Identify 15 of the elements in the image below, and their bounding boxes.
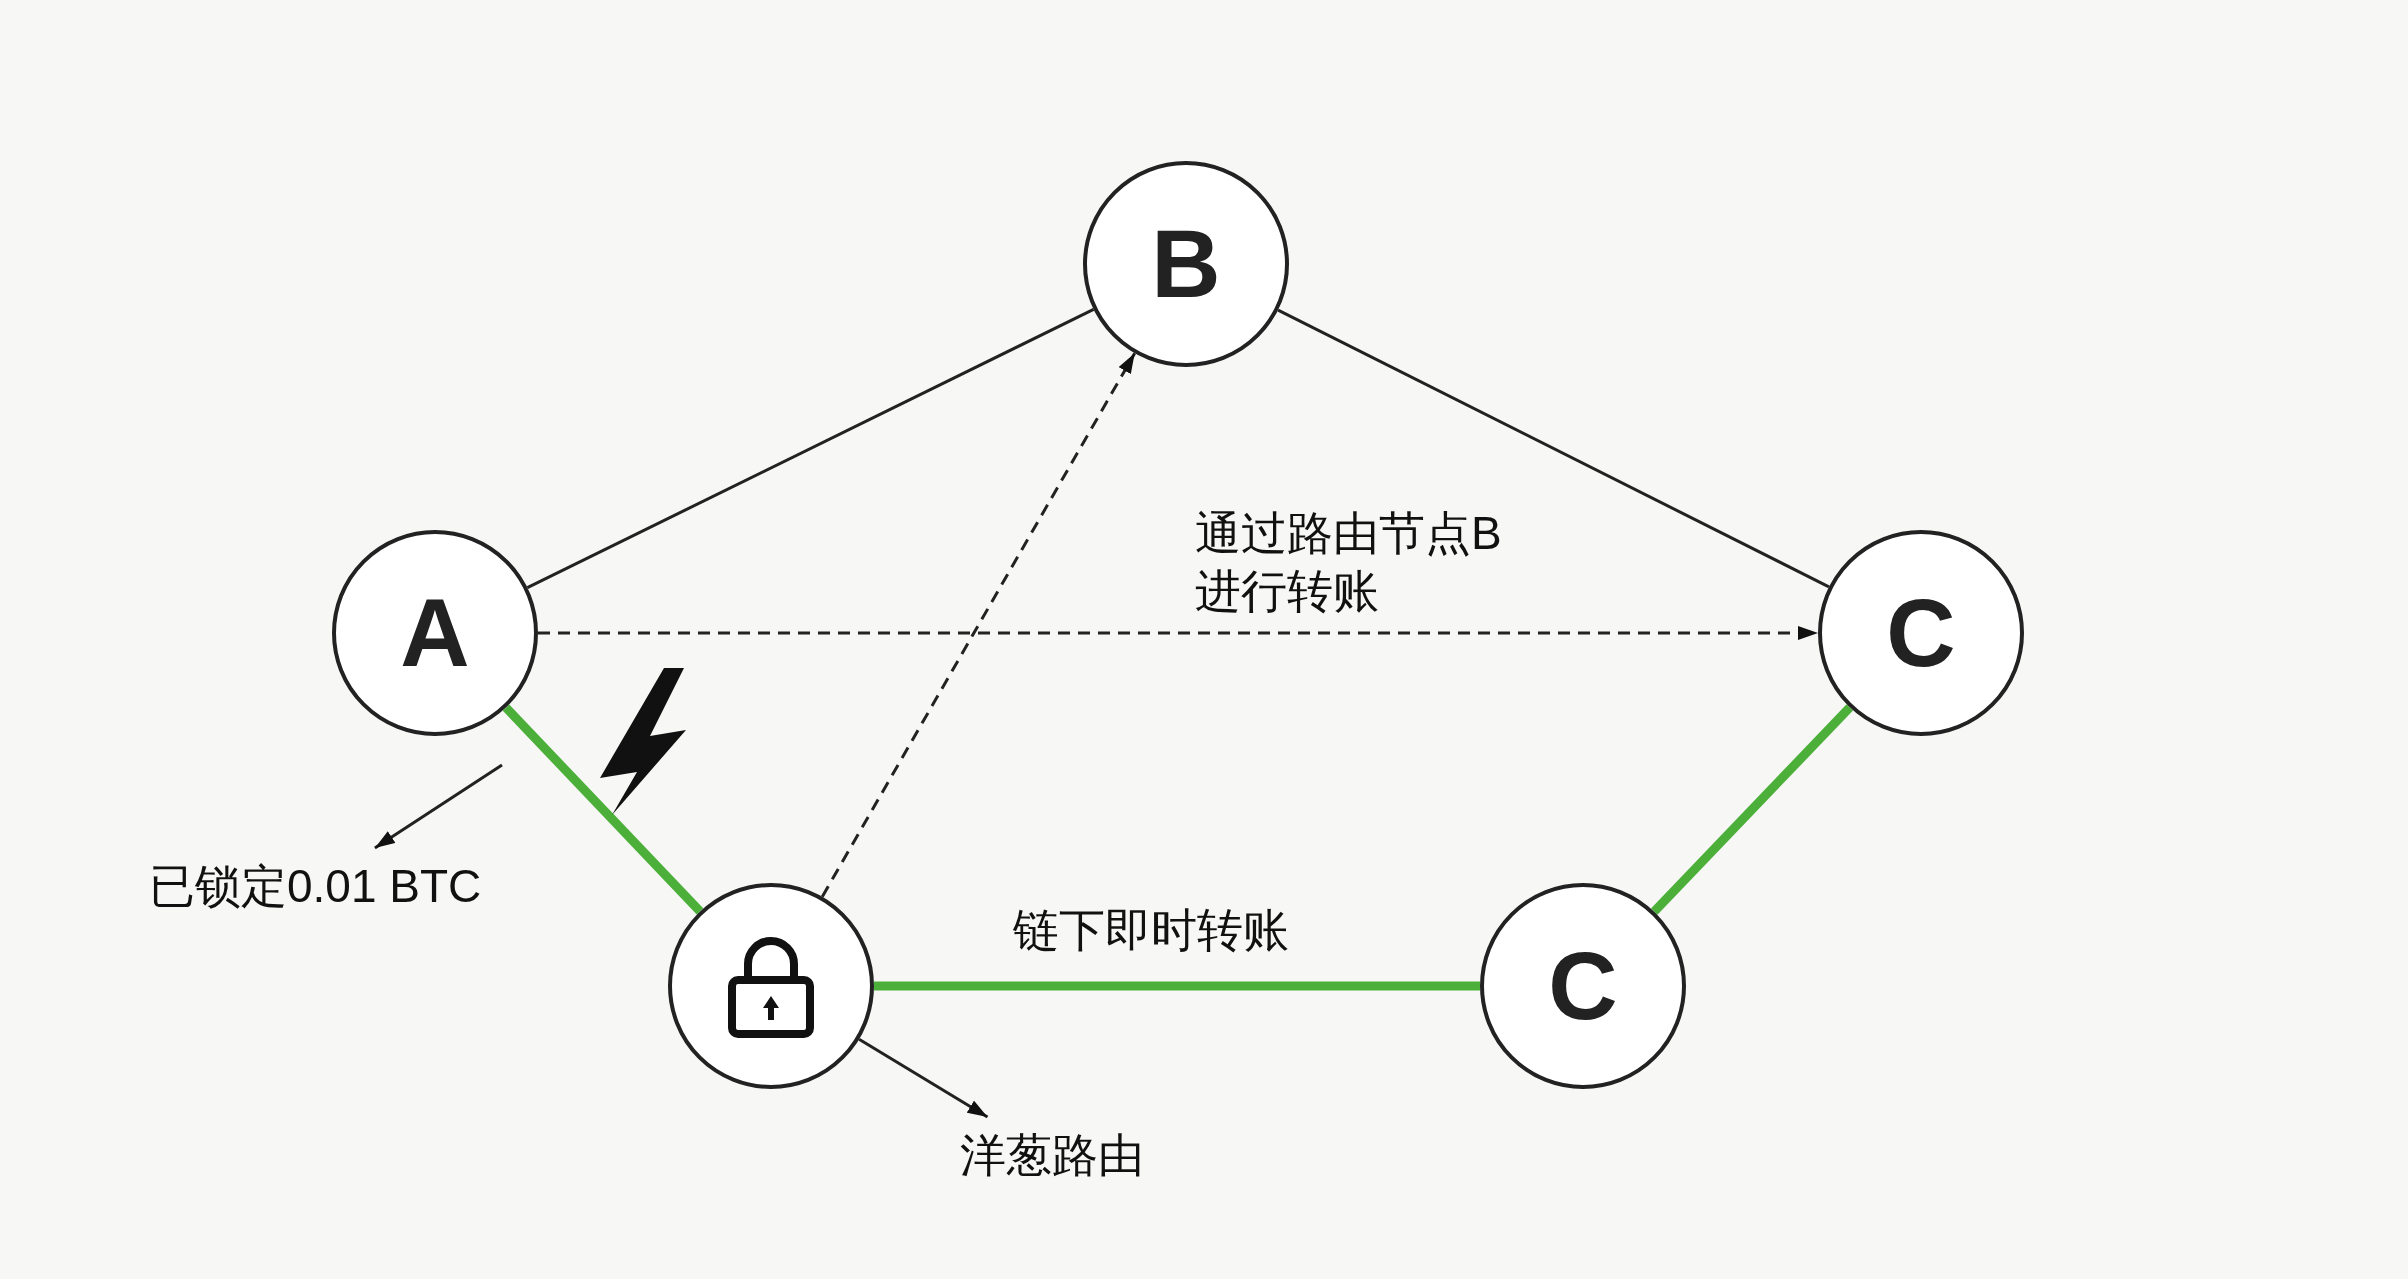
connector-line [526,308,1095,589]
connector-line [1277,308,1830,589]
node-circle: B [1083,161,1289,367]
annotation-text: 已锁定0.01 BTC [149,856,482,918]
leader-line [374,763,503,850]
arrow [821,352,1136,898]
connector-line [874,981,1480,991]
node-circle: A [332,530,538,736]
connector-line [1650,704,1854,915]
connector-line [502,704,704,915]
annotation-text: 洋葱路由 [960,1125,1144,1187]
node-circle: C [1818,530,2024,736]
node-circle: C [1480,883,1686,1089]
arrow [538,626,1818,640]
leader-line [858,1038,989,1119]
